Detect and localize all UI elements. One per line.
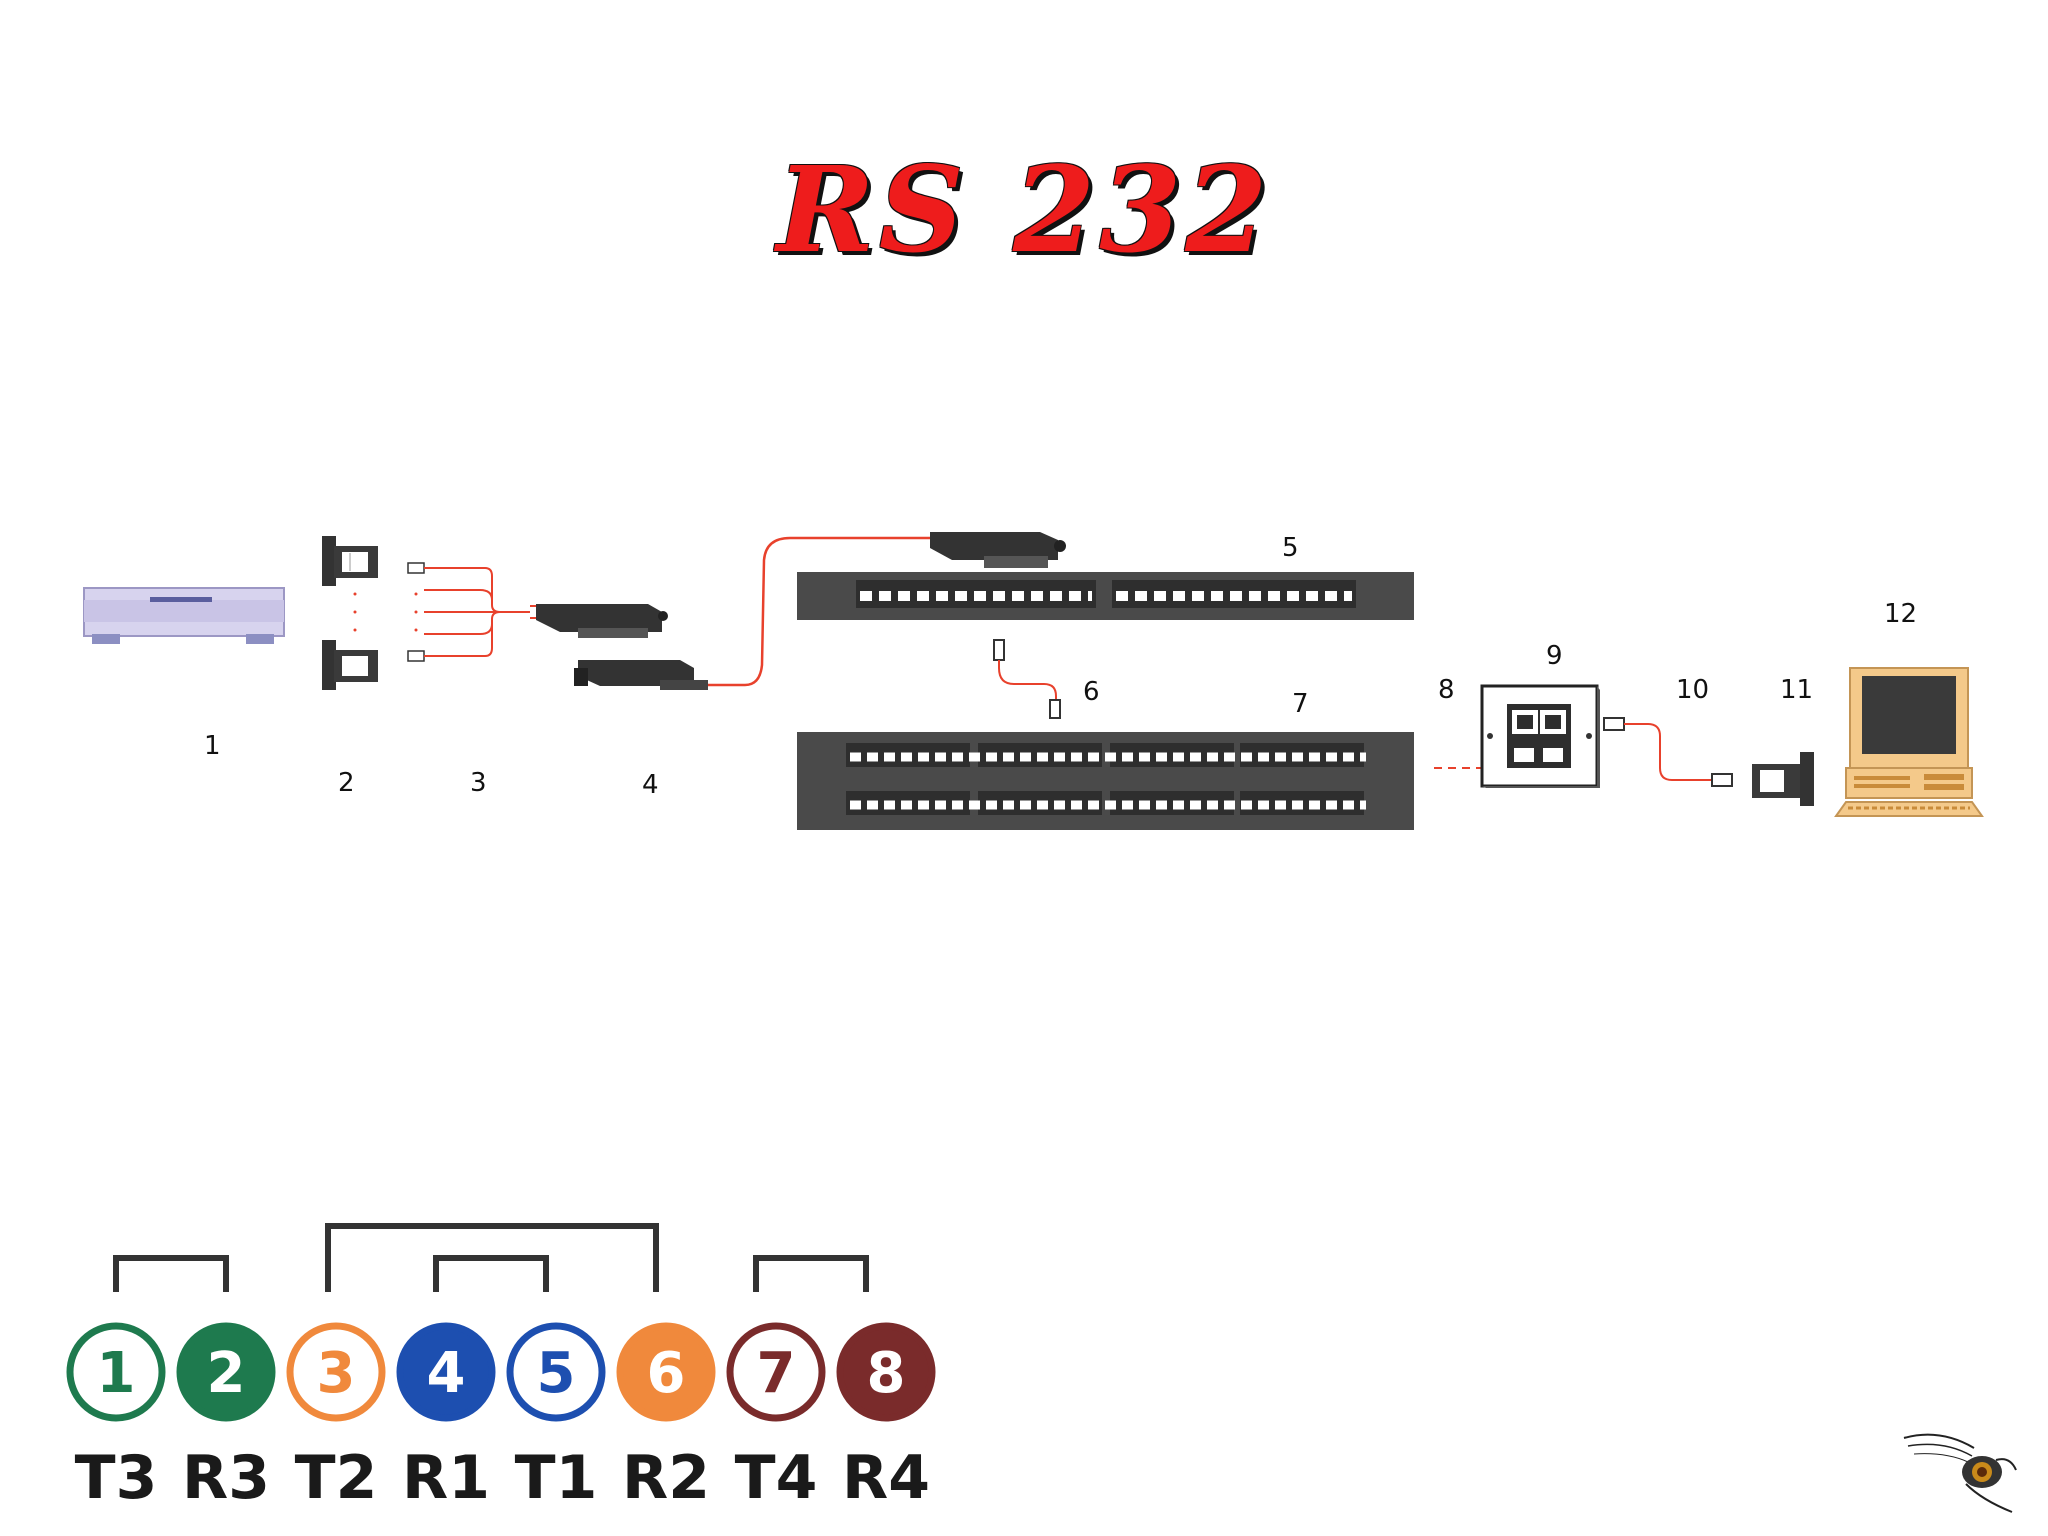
- host-device-icon: [83, 587, 285, 644]
- pin-number-6: 6: [647, 1341, 686, 1406]
- page-title: RS 232: [776, 140, 1272, 279]
- label-6: 6: [1083, 677, 1100, 707]
- patch-panel-bottom: [797, 732, 1414, 830]
- db9-adapter-icon: [322, 536, 378, 690]
- label-4: 4: [642, 770, 659, 800]
- label-7: 7: [1292, 689, 1309, 719]
- patch-cord-icon: [993, 639, 1061, 719]
- pin-circle-5: [506, 1322, 606, 1422]
- pin-number-7: 7: [757, 1341, 796, 1406]
- label-12: 12: [1884, 599, 1917, 629]
- pin-label-r2: R2: [622, 1443, 710, 1513]
- pin-circle-2: [176, 1322, 276, 1422]
- pin-number-1: 1: [97, 1341, 136, 1406]
- pin-circle-8: [836, 1322, 936, 1422]
- label-11: 11: [1780, 675, 1813, 705]
- pin-circle-1: [66, 1322, 166, 1422]
- pin-circle-7: [726, 1322, 826, 1422]
- label-2: 2: [338, 768, 355, 798]
- pin-label-t1: T1: [515, 1443, 598, 1513]
- corner-logo-icon: [1903, 1433, 2017, 1513]
- serial-cord-icon: [1603, 717, 1733, 787]
- wall-outlet-icon: [1480, 684, 1600, 788]
- pin-circle-6: [616, 1322, 716, 1422]
- label-8: 8: [1438, 675, 1455, 705]
- label-1: 1: [204, 731, 221, 761]
- pin-circle-3: [286, 1322, 386, 1422]
- pin-legend: 1T3 2R3 3T2 4R1 5T1 6R2 7T4 8R4: [66, 1322, 936, 1513]
- computer-icon: [1834, 667, 1984, 817]
- pin-label-t4: T4: [735, 1443, 818, 1513]
- patch-panel-top: [797, 572, 1414, 620]
- pin-number-3: 3: [317, 1341, 356, 1406]
- pin-label-r3: R3: [182, 1443, 270, 1513]
- pin-label-t2: T2: [295, 1443, 378, 1513]
- connector-hood-icon: [536, 532, 1066, 690]
- pin-number-8: 8: [867, 1341, 906, 1406]
- pin-label-t3: T3: [75, 1443, 158, 1513]
- label-3: 3: [470, 768, 487, 798]
- pin-label-r1: R1: [402, 1443, 490, 1513]
- pin-number-2: 2: [207, 1341, 246, 1406]
- pin-number-5: 5: [537, 1341, 576, 1406]
- pin-label-r4: R4: [842, 1443, 930, 1513]
- pair-brackets: [113, 1223, 869, 1292]
- label-9: 9: [1546, 641, 1563, 671]
- label-10: 10: [1676, 675, 1709, 705]
- fanout-cable-icon: [407, 562, 540, 662]
- label-5: 5: [1282, 533, 1299, 563]
- pin-circle-4: [396, 1322, 496, 1422]
- pin-number-4: 4: [427, 1341, 466, 1406]
- db9-adapter-pc-icon: [1752, 752, 1814, 806]
